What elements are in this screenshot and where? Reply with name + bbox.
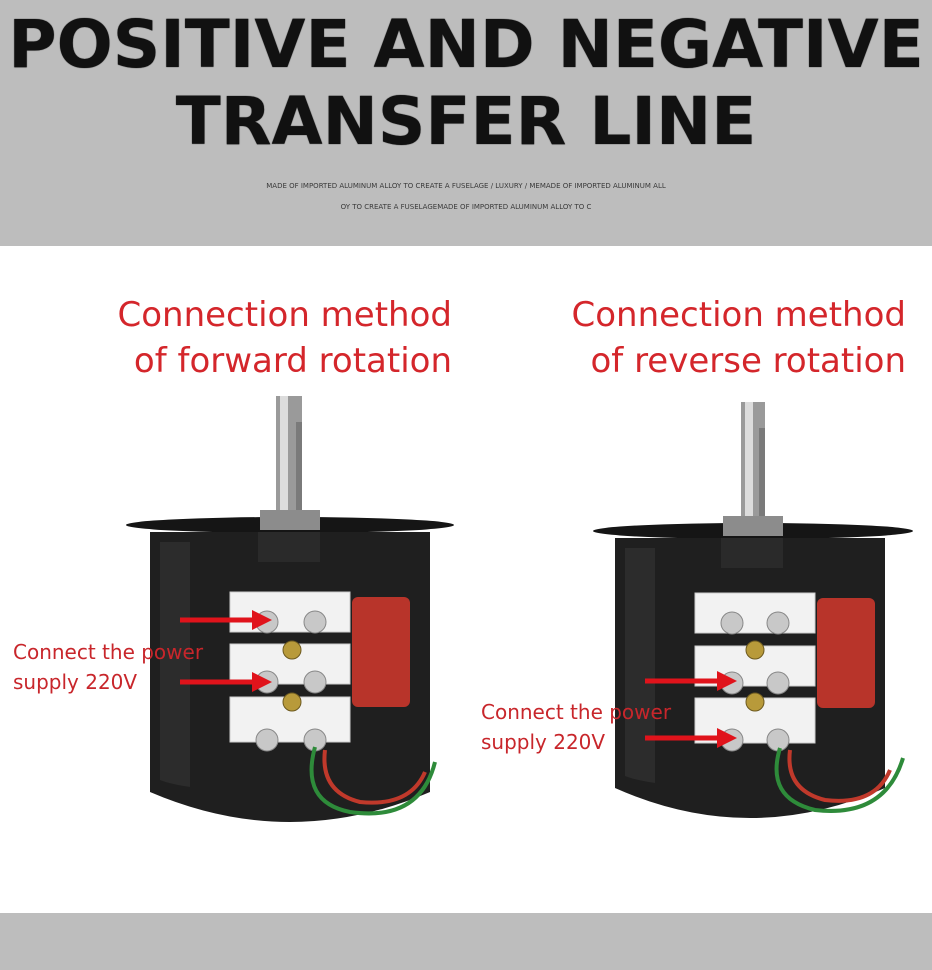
forward-caption-line-2: of forward rotation [133, 341, 452, 381]
reverse-motor-image [593, 402, 913, 818]
footer-band [0, 913, 932, 970]
forward-caption-line-1: Connection method [117, 295, 453, 335]
reverse-power-line-2: supply 220V [481, 730, 606, 754]
reverse-caption: Connection method of reverse rotation [520, 292, 907, 384]
header-banner: POSITIVE AND NEGATIVE TRANSFER LINE MADE… [0, 0, 932, 246]
forward-caption: Connection method of forward rotation [70, 292, 453, 384]
fine-print-line-1: MADE OF IMPORTED ALUMINUM ALLOY TO CREAT… [266, 182, 666, 190]
reverse-power-line-1: Connect the power [481, 700, 672, 724]
forward-power-line-2: supply 220V [13, 670, 138, 694]
title-line-2: TRANSFER LINE [175, 83, 757, 160]
reverse-caption-line-1: Connection method [571, 295, 907, 335]
forward-motor-image [126, 396, 454, 822]
reverse-caption-line-2: of reverse rotation [590, 341, 906, 381]
fine-print-line-2: OY TO CREATE A FUSELAGEMADE OF IMPORTED … [340, 203, 592, 211]
forward-power-label: Connect the power supply 220V [13, 637, 203, 697]
forward-power-line-1: Connect the power [13, 640, 204, 664]
title-line-1: POSITIVE AND NEGATIVE [8, 6, 924, 83]
reverse-power-label: Connect the power supply 220V [481, 697, 671, 757]
